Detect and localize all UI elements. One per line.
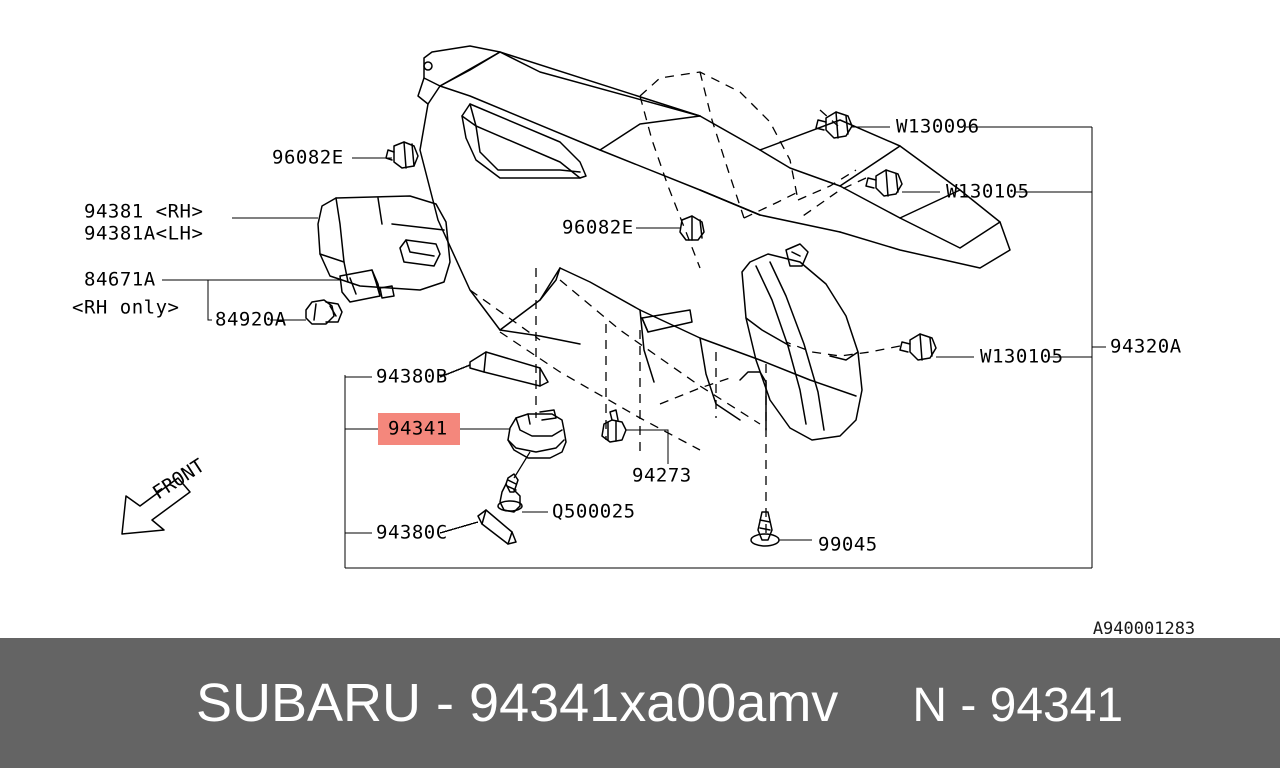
part-W130096-clip-drawing (815, 111, 853, 139)
leader-lines (162, 126, 1106, 569)
bottom-info-banner: SUBARU - 94341xa00amv N - 94341 (0, 638, 1280, 768)
banner-secondary-code: N - 94341 (912, 679, 1124, 732)
diagram-id-code: A940001283 (1093, 619, 1195, 638)
callout-99045: 99045 (818, 534, 878, 556)
callout-94273: 94273 (632, 465, 692, 487)
callout-84920A: 84920A (215, 309, 287, 331)
part-Q500025-screw-drawing (497, 473, 523, 513)
callout-94380C: 94380C (376, 522, 448, 544)
banner-brand-part-number: SUBARU - 94341xa00amv (196, 673, 839, 733)
callout-94380B: 94380B (376, 366, 448, 388)
parts-diagram-svg: 96082E 94381 <RH> 94381A<LH> 84671A <RH … (72, 45, 1195, 638)
callout-94341-highlighted: 94341 (388, 418, 448, 440)
part-96082E-clip-top-drawing (385, 141, 419, 169)
callout-96082E-top: 96082E (272, 147, 344, 169)
callout-Q500025: Q500025 (552, 501, 636, 523)
part-84920A-bulb-drawing (305, 299, 343, 325)
part-94380C-strip-drawing (477, 509, 517, 545)
part-99045-clip-drawing (750, 511, 780, 547)
part-94273-clip-drawing (601, 409, 627, 443)
callout-rh-only-note: <RH only> (72, 297, 179, 319)
part-94341-lamp-drawing (507, 409, 567, 459)
callout-W130105-bottom: W130105 (980, 346, 1064, 368)
front-direction-marker: FRONT (121, 455, 209, 535)
callout-94320A: 94320A (1110, 336, 1182, 358)
highlight-box-94341 (378, 413, 460, 445)
callout-94381A-lh: 94381A<LH> (84, 223, 203, 245)
rear-quarter-trim-panel-drawing (417, 45, 1011, 536)
part-94381-cover-drawing (317, 195, 451, 291)
part-94380B-strip-drawing (469, 351, 549, 387)
callout-94381-rh: 94381 <RH> (84, 201, 203, 223)
part-W130105-clip-top-drawing (865, 169, 903, 197)
callout-84671A: 84671A (84, 269, 156, 291)
callout-96082E-mid: 96082E (562, 217, 634, 239)
callout-labels: 96082E 94381 <RH> 94381A<LH> 84671A <RH … (72, 116, 1182, 556)
part-W130105-clip-bottom-drawing (899, 333, 937, 361)
callout-W130105-top: W130105 (946, 181, 1030, 203)
part-84671A-drawing (339, 269, 395, 303)
part-96082E-clip-mid-drawing (679, 215, 705, 241)
diagram-canvas: 96082E 94381 <RH> 94381A<LH> 84671A <RH … (72, 45, 1196, 638)
arrow-left-down-icon (121, 477, 191, 535)
callout-W130096: W130096 (896, 116, 980, 138)
